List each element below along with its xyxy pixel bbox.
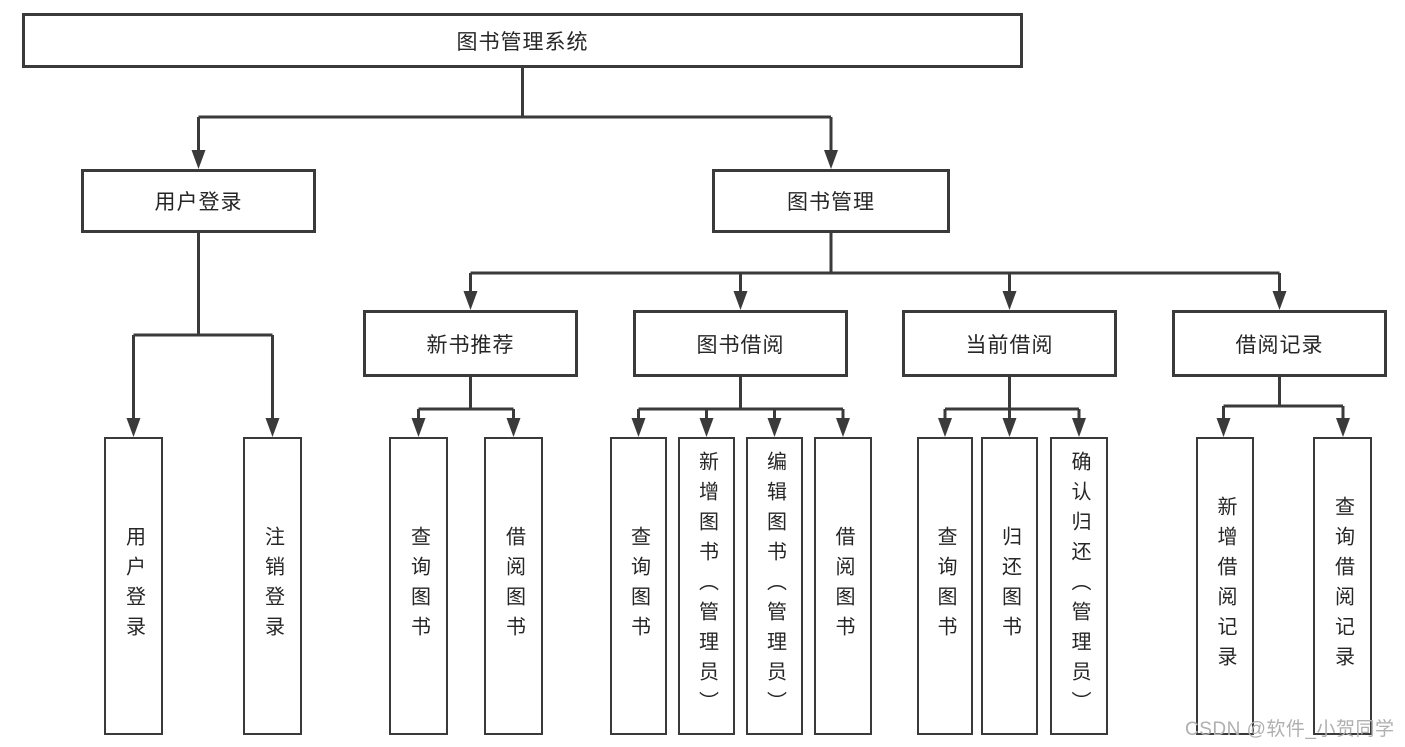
node-cb-return-book: 归还图书 — [981, 437, 1038, 735]
node-new-book-recommend: 新书推荐 — [363, 310, 578, 377]
node-borrow-record: 借阅记录 — [1172, 310, 1387, 377]
node-user-login: 用户登录 — [81, 169, 316, 233]
node-bb-add-book-admin: 新增图书（管理员） — [678, 437, 735, 735]
node-book-borrow: 图书借阅 — [633, 310, 848, 377]
node-br-query-record: 查询借阅记录 — [1313, 437, 1372, 735]
node-bb-borrow-book: 借阅图书 — [814, 437, 872, 735]
node-book-management: 图书管理 — [712, 169, 950, 233]
node-current-borrow: 当前借阅 — [902, 310, 1117, 377]
node-leaf-logout: 注销登录 — [243, 437, 302, 735]
csdn-watermark: CSDN @软件_小贺同学 — [1185, 719, 1395, 740]
node-nbr-borrow-book: 借阅图书 — [484, 437, 543, 735]
arrowheads — [126, 150, 1350, 437]
node-cb-confirm-return-admin: 确认归还（管理员） — [1050, 437, 1108, 735]
node-root-system: 图书管理系统 — [22, 13, 1023, 68]
connector-group — [132, 68, 1345, 419]
node-nbr-query-book: 查询图书 — [389, 437, 448, 735]
node-bb-edit-book-admin: 编辑图书（管理员） — [746, 437, 803, 735]
node-br-add-record: 新增借阅记录 — [1196, 437, 1254, 735]
node-cb-query-book: 查询图书 — [917, 437, 973, 735]
node-bb-query-book: 查询图书 — [610, 437, 667, 735]
node-leaf-user-login: 用户登录 — [104, 437, 163, 735]
